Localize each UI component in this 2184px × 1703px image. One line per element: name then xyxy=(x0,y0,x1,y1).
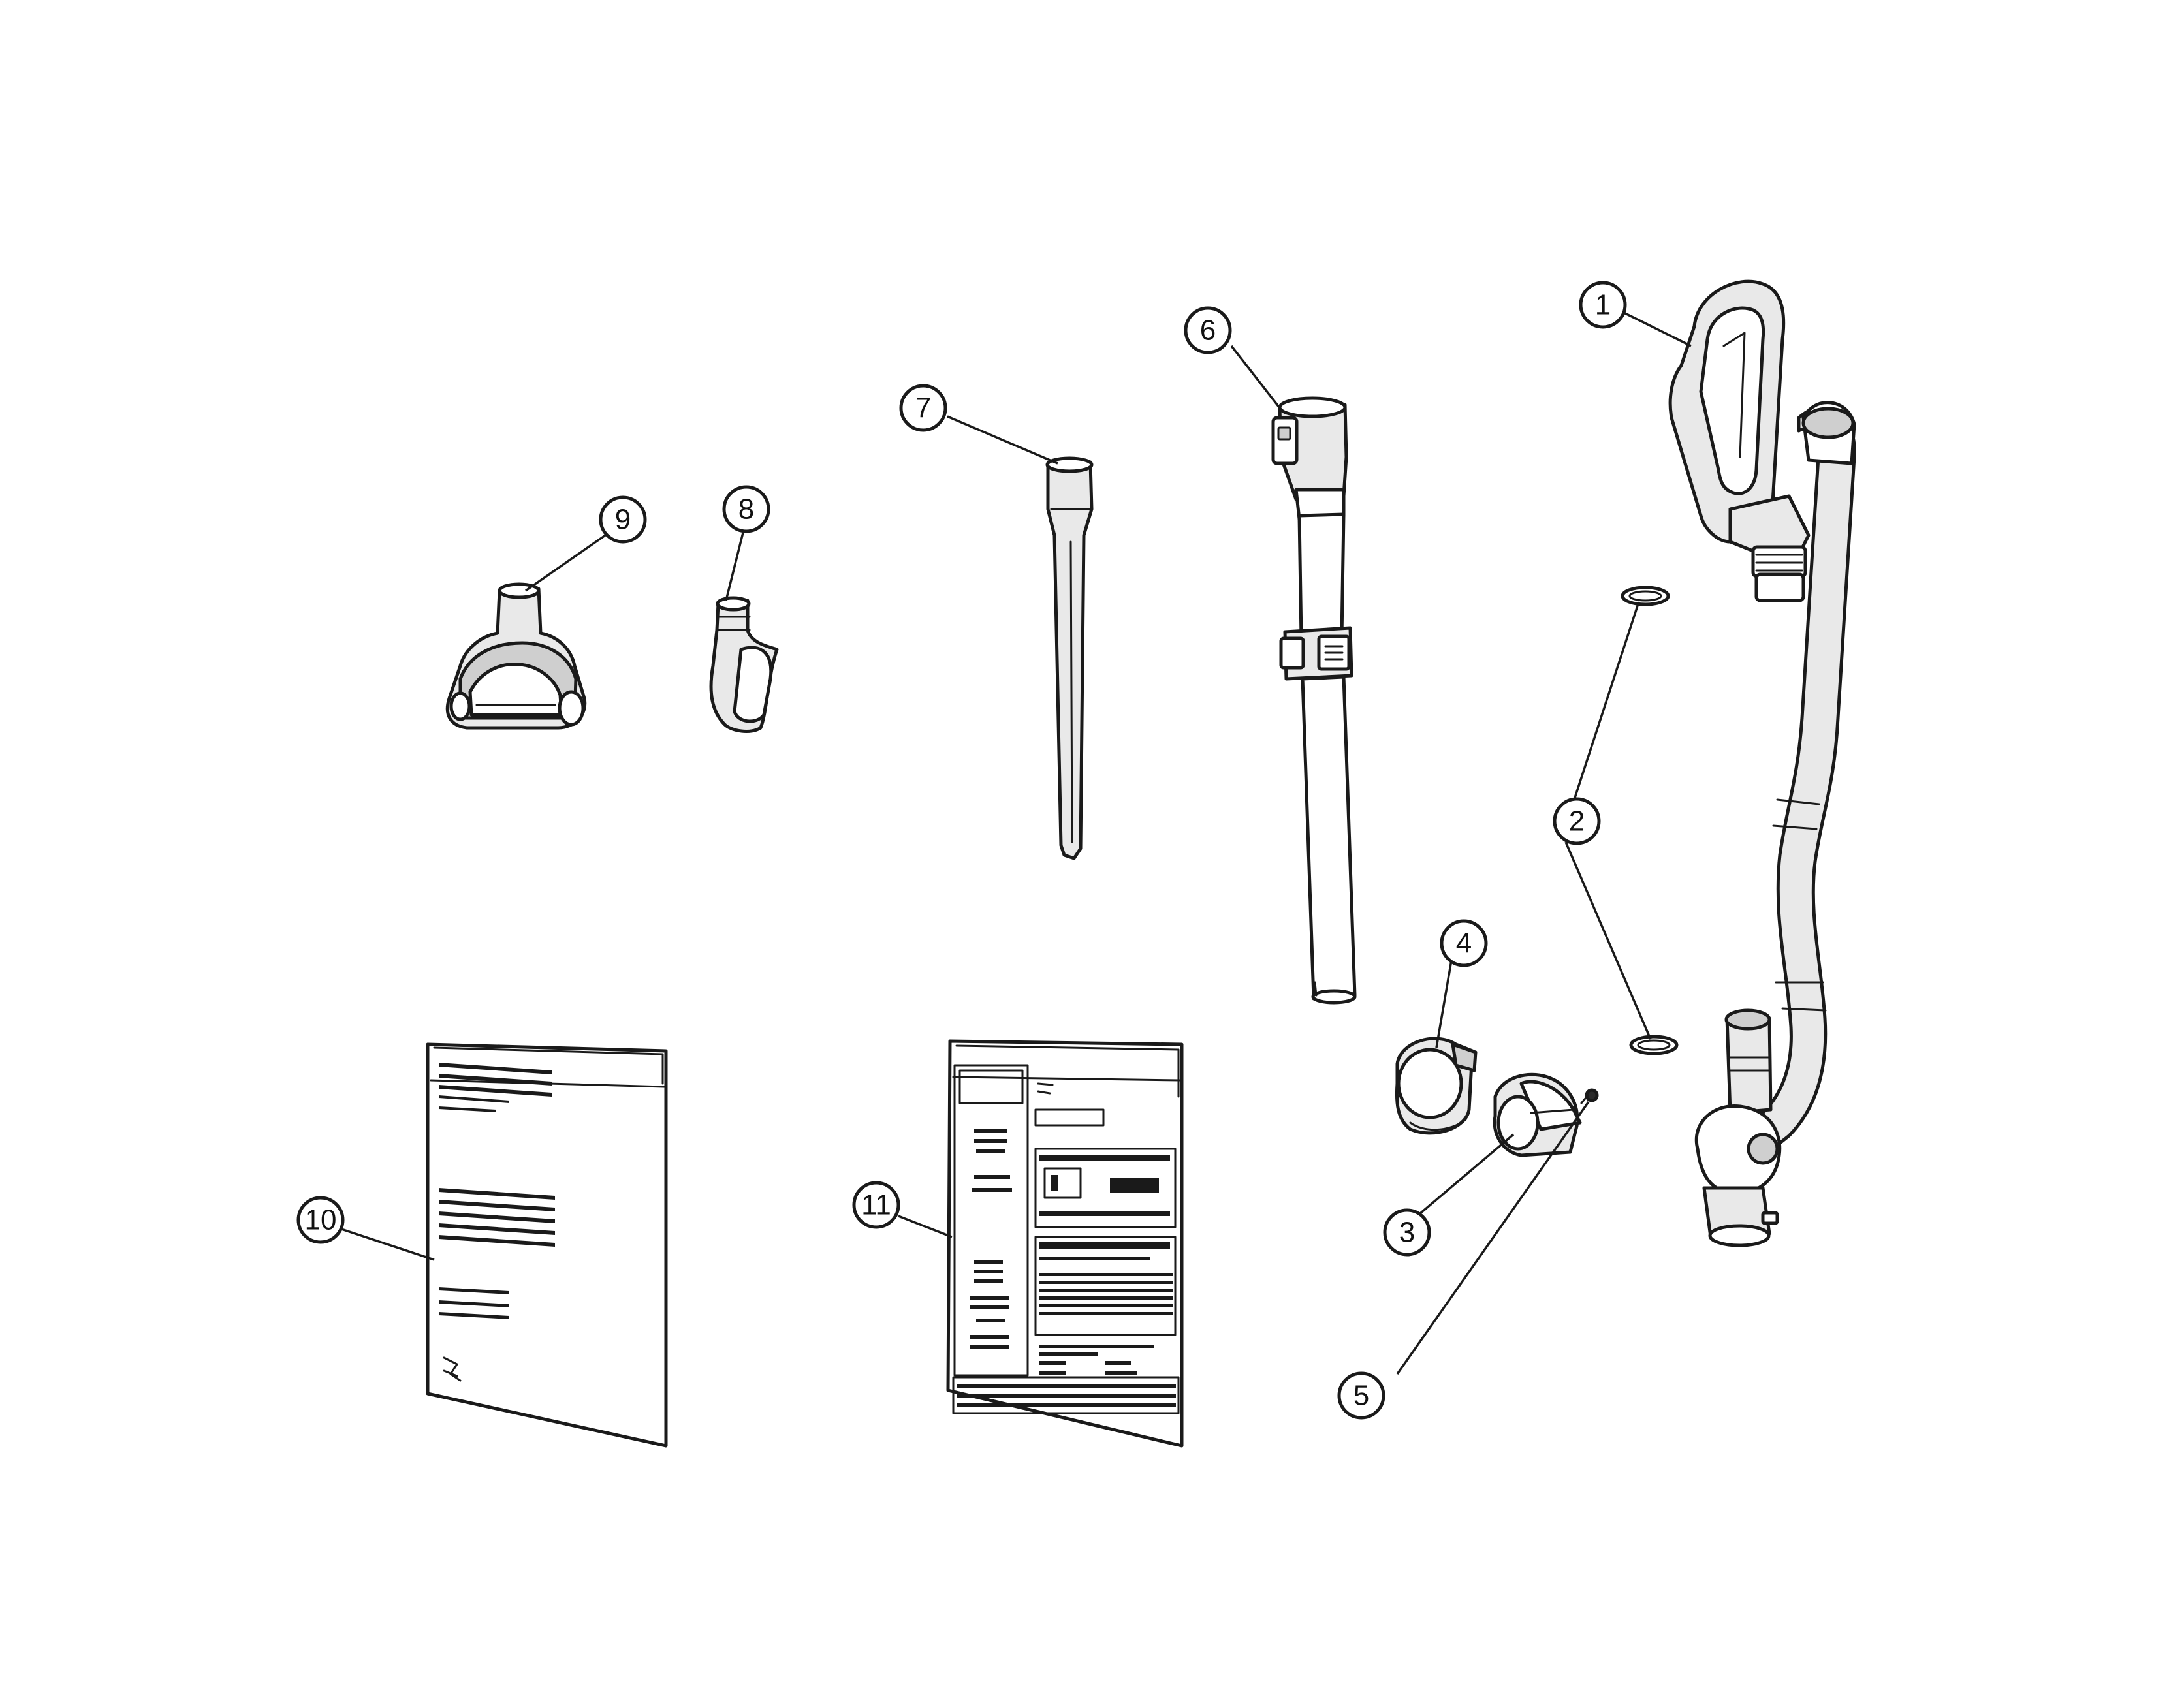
svg-text:1: 1 xyxy=(1595,289,1611,321)
callout-3: 3 xyxy=(1383,1208,1431,1257)
svg-text:7: 7 xyxy=(915,392,931,424)
svg-text:5: 5 xyxy=(1353,1380,1369,1412)
svg-text:11: 11 xyxy=(861,1189,891,1221)
svg-text:8: 8 xyxy=(738,493,754,525)
callout-4: 4 xyxy=(1440,919,1488,967)
svg-text:9: 9 xyxy=(615,504,631,536)
part-3-cap xyxy=(1493,1072,1582,1157)
callout-7: 7 xyxy=(899,384,947,432)
svg-text:3: 3 xyxy=(1399,1217,1415,1249)
leader-lines xyxy=(341,311,1692,1375)
part-6-extension-wand xyxy=(1271,396,1357,1005)
svg-text:10: 10 xyxy=(305,1204,337,1236)
callout-2: 2 xyxy=(1553,797,1601,845)
part-4-clip-ring xyxy=(1395,1037,1478,1135)
callout-11: 11 xyxy=(852,1181,900,1229)
part-9-turbo-brush xyxy=(445,582,587,730)
part-2-o-rings xyxy=(1621,586,1679,1055)
callout-9: 9 xyxy=(599,495,647,544)
svg-text:4: 4 xyxy=(1456,928,1472,960)
callout-6: 6 xyxy=(1184,306,1232,354)
part-10-manual xyxy=(426,1042,668,1448)
callout-1: 1 xyxy=(1579,281,1627,329)
part-11-parts-list xyxy=(946,1039,1184,1448)
part-5-screw xyxy=(1580,1088,1599,1104)
part-8-elbow-adapter xyxy=(709,596,779,733)
callout-8: 8 xyxy=(722,485,770,533)
svg-text:6: 6 xyxy=(1200,315,1216,347)
callout-5: 5 xyxy=(1337,1371,1385,1420)
part-1-handle-hose xyxy=(1668,279,1856,1247)
callout-10: 10 xyxy=(296,1196,345,1244)
part-7-crevice-tool xyxy=(1045,456,1094,860)
svg-text:2: 2 xyxy=(1569,805,1585,837)
